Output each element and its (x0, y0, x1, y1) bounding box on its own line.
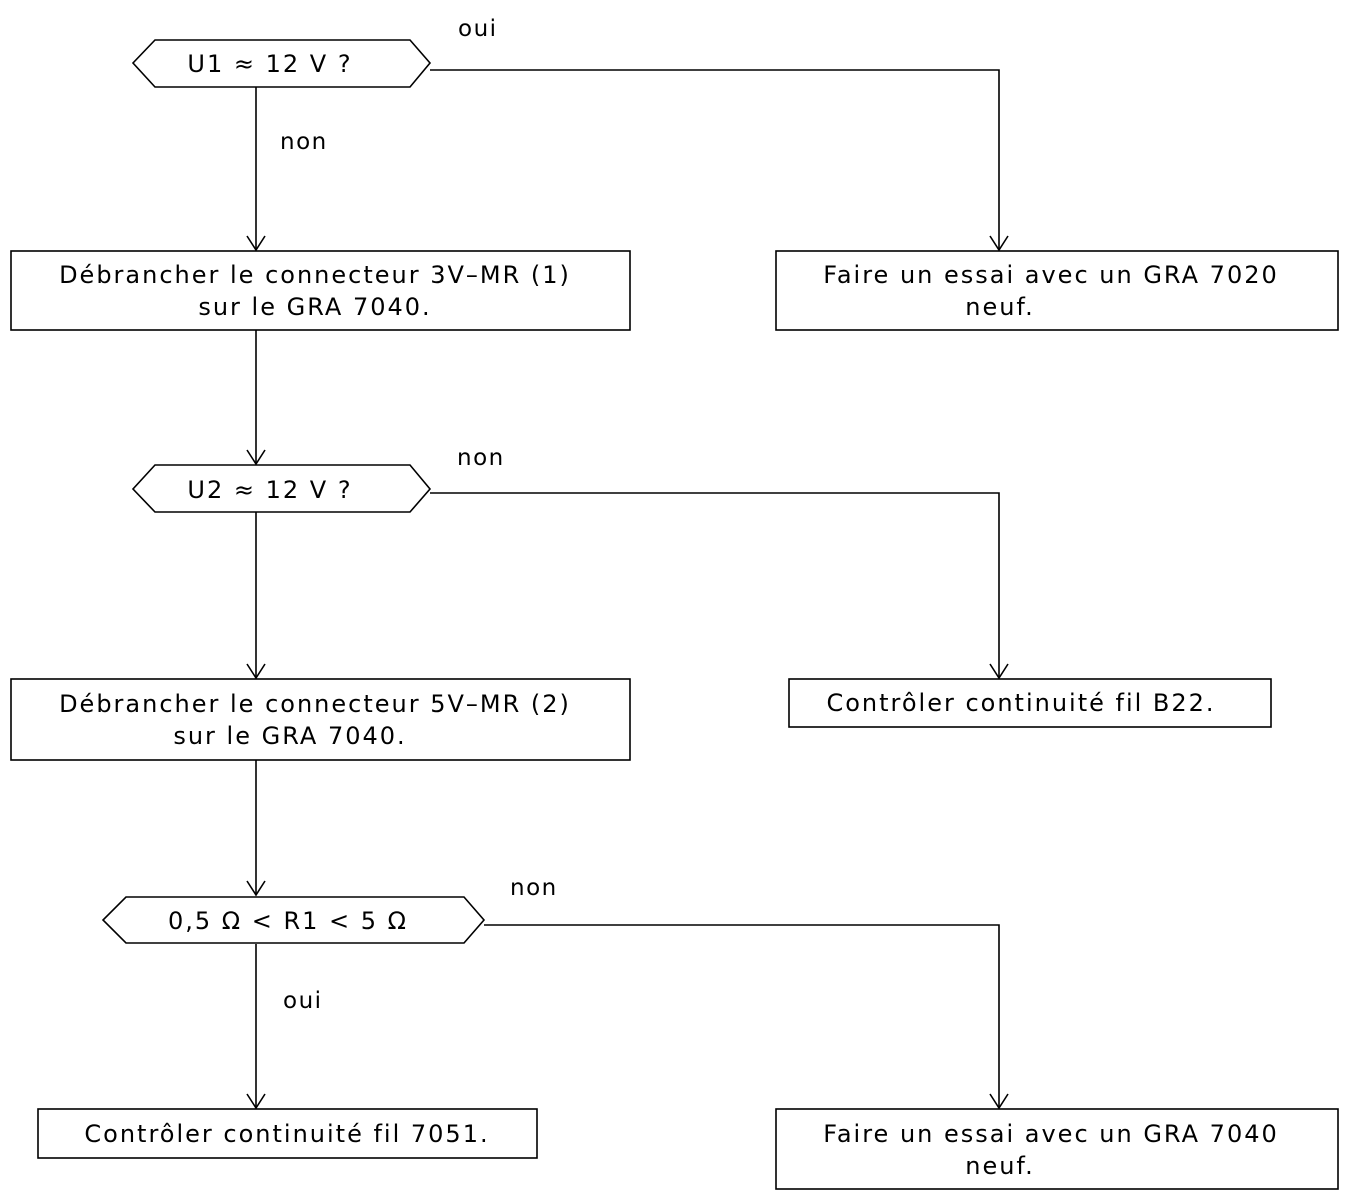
edge-d2-to-b4 (430, 492, 1000, 678)
decision-r1: 0,5 Ω < R1 < 5 Ω (101, 896, 486, 944)
arrowhead-d1-to-b2 (989, 235, 1009, 252)
box-essai-gra-7020-line1: Faire un essai avec un GRA 7020 (823, 261, 1279, 289)
box-continuite-b22: Contrôler continuité fil B22. (788, 678, 1272, 728)
decision-u2-label: U2 ≈ 12 V ? (187, 476, 352, 504)
arrowhead-d1-to-b1 (246, 235, 266, 252)
decision-u2: U2 ≈ 12 V ? (131, 464, 432, 513)
box-continuite-7051: Contrôler continuité fil 7051. (37, 1108, 538, 1159)
edge-label-d2-non: non (457, 445, 505, 471)
arrowhead-d3-to-b5 (246, 1093, 266, 1110)
box-essai-gra-7020-line2: neuf. (965, 293, 1035, 321)
box-essai-gra-7040: Faire un essai avec un GRA 7040 neuf. (775, 1108, 1339, 1190)
box-continuite-7051-line1: Contrôler continuité fil 7051. (84, 1120, 489, 1148)
box-essai-gra-7040-line2: neuf. (965, 1152, 1035, 1180)
decision-u1-label: U1 ≈ 12 V ? (187, 50, 352, 78)
arrowhead-b1-to-d2 (246, 449, 266, 466)
box-essai-gra-7020: Faire un essai avec un GRA 7020 neuf. (775, 250, 1339, 331)
box-essai-gra-7040-line1: Faire un essai avec un GRA 7040 (823, 1120, 1279, 1148)
edge-label-d1-non: non (280, 129, 328, 155)
edge-label-d3-oui: oui (283, 988, 323, 1014)
arrowhead-b3-to-d3 (246, 880, 266, 897)
decision-u1: U1 ≈ 12 V ? (131, 39, 432, 88)
arrowhead-d2-to-b4 (989, 663, 1009, 680)
box-debrancher-5v-line2: sur le GRA 7040. (173, 722, 406, 750)
box-debrancher-5v-line1: Débrancher le connecteur 5V–MR (2) (59, 690, 571, 718)
edge-d3-to-b6 (484, 924, 1000, 1108)
decision-r1-label: 0,5 Ω < R1 < 5 Ω (168, 907, 408, 935)
box-debrancher-5v: Débrancher le connecteur 5V–MR (2) sur l… (10, 678, 631, 761)
edge-label-d1-oui: oui (458, 16, 498, 42)
arrowhead-d2-to-b3 (246, 663, 266, 680)
edge-label-d3-non: non (510, 875, 558, 901)
box-debrancher-3v: Débrancher le connecteur 3V–MR (1) sur l… (10, 250, 631, 331)
edge-d1-to-b2 (430, 69, 1000, 250)
box-continuite-b22-line1: Contrôler continuité fil B22. (826, 689, 1215, 717)
arrowhead-d3-to-b6 (989, 1093, 1009, 1110)
box-debrancher-3v-line2: sur le GRA 7040. (198, 293, 431, 321)
box-debrancher-3v-line1: Débrancher le connecteur 3V–MR (1) (59, 261, 571, 289)
